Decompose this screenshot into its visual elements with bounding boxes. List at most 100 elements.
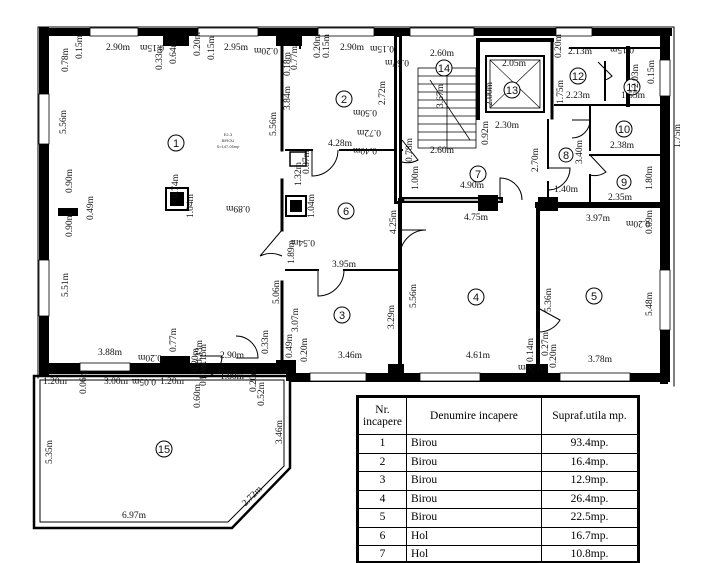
room-number: 15 [158,444,170,456]
dimension-label: 2.72m [378,80,388,105]
room-marker-circle [503,81,521,99]
room-marker-circle [623,78,641,96]
room-number: 9 [621,177,627,189]
legend-name-cell: Hol [405,545,542,561]
room-marker-9: 9 [616,174,632,190]
dimension-label: 5.35m [45,439,55,464]
legend-nr-cell: 7 [358,545,407,561]
dimension-label: 4.90m [460,181,485,191]
dimension-label: 2.90m [340,43,365,53]
dimension-label: 0.20m [549,343,559,368]
dimension-label: 0.27m [541,331,551,356]
legend-area-cell: 93.4mp. [540,434,638,454]
dimension-label: 3.88m [98,348,123,358]
dimension-label: 0.15m [139,42,164,52]
room-marker-4: 4 [467,288,485,306]
legend-name-cell: Birou [405,434,542,454]
room-marker-14: 14 [435,59,453,77]
room-number: 1 [173,138,179,150]
dimension-label: 1.00m [411,165,421,190]
dimension-label: 2.90m [106,43,131,53]
dimension-label: 6.97m [122,511,147,521]
dimension-label: 4.25m [389,209,399,234]
dimension-label: 3.07m [291,307,301,332]
dimension-label: 0.20m [249,367,259,392]
dimension-label: 3.00m [104,377,129,387]
dimension-label: 0.60m [193,383,203,408]
dimension-label: 5.56m [59,109,69,134]
room-number: 6 [343,206,349,218]
room-marker-circle [337,202,355,220]
dimension-label: 1.55m [621,91,646,101]
dimension-label: 0.54m [290,237,315,247]
dimension-label: 2.38m [610,141,635,151]
dimension-label: 0.20m [625,218,650,228]
dimension-label: 3.29m [387,304,397,329]
legend-nr-cell: 5 [358,508,407,528]
dimension-label: 5.56m [409,283,419,308]
legend-nr-cell: 3 [358,471,407,491]
dimension-label: 0.20m [253,45,278,55]
dimension-label: 3.46m [338,351,363,361]
room-number: 5 [591,291,597,303]
dimension-label: 0.15m [322,33,332,58]
stair-flight [417,67,477,149]
dimension-label: 2.30m [495,121,520,131]
dimension-label: 0.18m [283,51,293,76]
dimension-label: 2.23m [566,91,591,101]
dimension-label: 3.78m [588,355,613,365]
dimension-label: 4.28m [328,139,353,149]
dimension-label: 0.20m [193,31,203,56]
legend-nr-cell: 6 [358,526,407,546]
dimension-label: 0.77m [169,327,179,352]
room-marker-circle [616,174,632,190]
dimension-label: 0.78m [405,137,415,162]
room-legend-table: Nr. incapere Denumire incapere Supraf.ut… [356,395,640,563]
dimension-label: 4.75m [464,213,489,223]
dimension-label: 0.49m [285,333,295,358]
columns [58,32,558,378]
dimension-label: 0.15m [609,44,634,54]
legend-name-cell: Birou [405,489,542,509]
dimension-label: 0.33m [261,329,271,354]
room-marker-circle [435,59,453,77]
dimension-label: 0.20m [554,33,564,58]
dimension-label: 1.40m [554,185,579,195]
dimension-label: 0.64m [169,39,179,64]
dimension-label: 0.15m [647,59,657,84]
dimension-label: 5.48m [645,291,655,316]
room-number: 12 [572,71,584,83]
dimension-label: 0.57m [384,57,409,67]
dimension-label: 0.33m [155,45,165,70]
header-nr: Nr. incapere [358,397,407,435]
dimension-label: 3.84m [283,85,293,110]
dimension-label: 0.74m [171,173,181,198]
dimension-label: 0.20m [300,337,310,362]
dimension-label: 2.35m [608,193,633,203]
legend-area-cell: 12.9mp. [540,471,638,491]
room-marker-circle [333,306,351,324]
dimension-label: 2.03m [631,63,641,88]
room-number: 3 [339,310,345,322]
dimension-label: 5.06m [272,279,282,304]
dimension-label: 0.52m [257,381,267,406]
dimension-label: 0.90m [65,168,75,193]
header-area: Supraf.utila mp. [540,397,638,435]
dimension-label: 0.15m [369,43,394,53]
dimension-label: 2.60m [430,146,455,156]
legend-name-cell: Birou [405,452,542,472]
room-marker-13: 13 [503,81,521,99]
dimension-label: 0.90m [65,212,75,237]
room-number: 14 [438,63,450,75]
legend-area-cell: 16.7mp. [540,526,638,546]
room-marker-3: 3 [333,306,351,324]
legend-name-cell: Hol [405,526,542,546]
svg-text:S=147.05mp: S=147.05mp [217,144,241,149]
dimension-label: 0.72m [356,127,381,137]
